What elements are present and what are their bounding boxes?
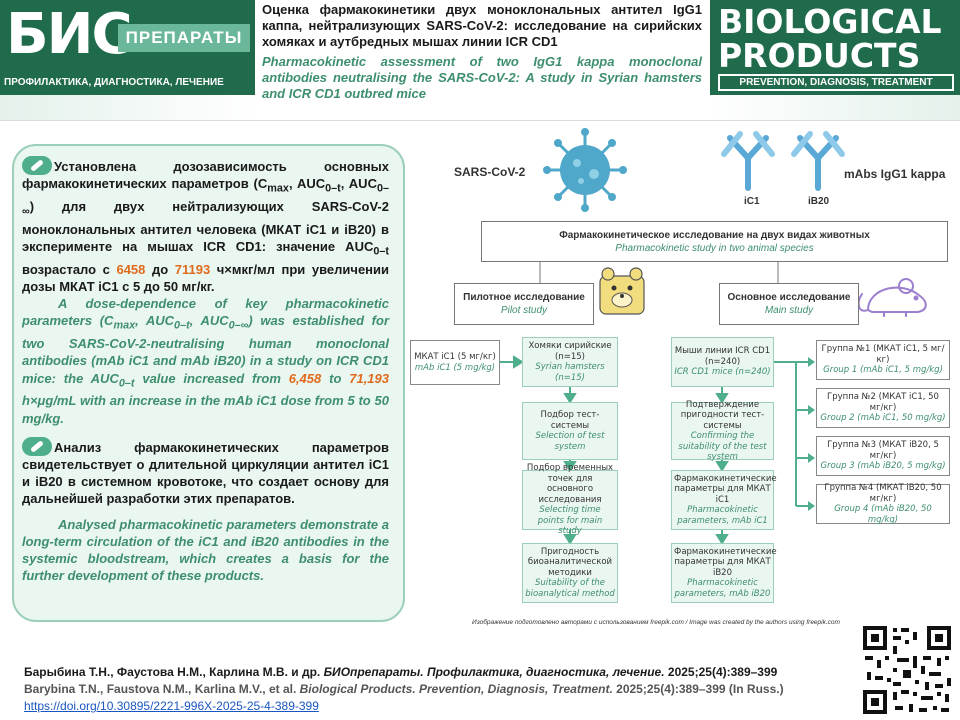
pk-ib20-box: Фармакокинетические параметры для МКАТ i… <box>671 543 777 603</box>
mouse-icon <box>857 278 927 317</box>
logo-en-line3: PREVENTION, DIAGNOSIS, TREATMENT <box>718 74 954 91</box>
summary-ru-2: Анализ фармакокинетических параметров св… <box>22 436 389 508</box>
summary-en-2: Analysed pharmacokinetic parameters demo… <box>22 516 389 584</box>
test-system-selection-box: Подбор тест-системы Selection of test sy… <box>522 402 618 460</box>
hamster-icon <box>599 267 645 315</box>
virus-icon <box>543 128 627 212</box>
antibody-ic1-label: iC1 <box>744 196 760 207</box>
article-title: Оценка фармакокинетики двух моноклональн… <box>258 0 706 120</box>
logo-en-line2: PRODUCTS <box>718 36 921 75</box>
pk-ic1-box: Фармакокинетические параметры для МКАТ i… <box>671 470 777 530</box>
title-en: Pharmacokinetic assessment of two IgG1 k… <box>262 54 702 101</box>
citation-block: Барыбина Т.Н., Фаустова Н.М., Карлина М.… <box>24 664 844 715</box>
capsule-icon <box>22 156 52 175</box>
doi-link[interactable]: https://doi.org/10.30895/2221-996X-2025-… <box>24 699 319 713</box>
pilot-study-box: Пилотное исследование Pilot study <box>454 283 594 325</box>
header-band-left <box>0 95 258 120</box>
capsule-icon <box>22 436 52 456</box>
virus-label: SARS-CoV-2 <box>454 165 526 179</box>
summary-en-1: A dose-dependence of key pharmacokinetic… <box>22 296 390 426</box>
qr-code-icon <box>863 626 951 714</box>
antibody-ic1-icon <box>721 131 775 191</box>
antibody-label: mAbs IgG1 kappa <box>844 167 946 181</box>
group-3-box: Группа №3 (МКАТ iB20, 5 мг/кг) Group 3 (… <box>816 436 950 476</box>
antibody-ib20-icon <box>791 131 845 191</box>
confirm-test-system-box: Подтверждение пригодности тест-системы C… <box>671 400 774 462</box>
mice-box: Мыши линии ICR CD1 (n=240) ICR CD1 mice … <box>671 337 774 387</box>
mab-ic1-dose-box: МКАТ iC1 (5 мг/кг) mAb iC1 (5 mg/kg) <box>410 340 500 385</box>
hamsters-box: Хомяки сирийские (n=15) Syrian hamsters … <box>522 337 618 387</box>
summary-panel: Установлена дозозависимость основных фар… <box>12 144 405 622</box>
group-1-box: Группа №1 (МКАТ iC1, 5 мг/кг) Group 1 (m… <box>816 340 950 380</box>
group-4-box: Группа №4 (МКАТ iB20, 50 мг/кг) Group 4 … <box>816 483 950 525</box>
header-band-right <box>706 95 960 120</box>
journal-logo-en: BIOLOGICAL PRODUCTS PREVENTION, DIAGNOSI… <box>710 0 960 95</box>
auc-value-low: 6458 <box>116 261 146 277</box>
group-2-box: Группа №2 (МКАТ iC1, 50 мг/кг) Group 2 (… <box>816 388 950 428</box>
time-points-box: Подбор временных точек для основного исс… <box>522 463 618 536</box>
auc-value-high: 71193 <box>174 261 211 277</box>
logo-ru-subtitle: ПРОФИЛАКТИКА, ДИАГНОСТИКА, ЛЕЧЕНИЕ <box>4 77 224 88</box>
summary-ru-1: Установлена дозозависимость основных фар… <box>22 156 389 295</box>
image-credit: Изображение подготовлено авторами с испо… <box>472 619 840 626</box>
antibody-ib20-label: iB20 <box>808 196 830 207</box>
journal-logo-ru: БИС ПРЕПАРАТЫ ПРОФИЛАКТИКА, ДИАГНОСТИКА,… <box>0 0 255 95</box>
logo-ru-main: БИС <box>6 2 133 67</box>
main-study-box: Основное исследование Main study <box>719 283 859 325</box>
title-ru: Оценка фармакокинетики двух моноклональн… <box>262 2 702 49</box>
bioanalytical-suitability-box: Пригодность биоаналитической методики Su… <box>522 543 618 603</box>
citation-ru: Барыбина Т.Н., Фаустова Н.М., Карлина М.… <box>24 665 778 679</box>
header-divider <box>0 120 960 121</box>
citation-en: Barybina T.N., Faustova N.M., Karlina M.… <box>24 682 784 696</box>
logo-en-line1: BIOLOGICAL <box>718 2 942 41</box>
study-header-box: Фармакокинетическое исследование на двух… <box>481 221 948 262</box>
logo-ru-badge: ПРЕПАРАТЫ <box>118 24 250 52</box>
